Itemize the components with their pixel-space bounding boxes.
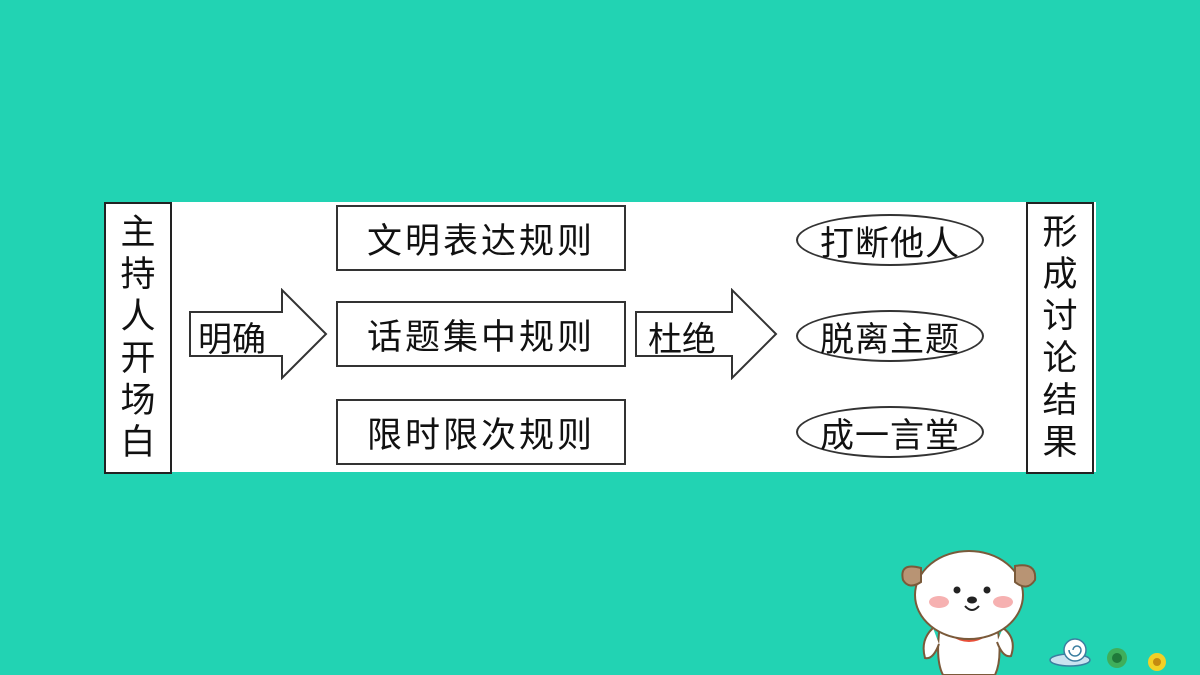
host-opening-char: 场	[120, 381, 156, 421]
clarify-arrow	[189, 288, 328, 380]
discussion-result-char: 结	[1042, 381, 1078, 421]
host-opening-char: 开	[120, 339, 156, 379]
avoid-item-interrupt: 打断他人	[796, 214, 984, 266]
discussion-result-char: 讨	[1042, 297, 1078, 337]
rule-box-civil-expression: 文明表达规则	[336, 205, 626, 271]
discussion-result-char: 形	[1042, 213, 1078, 253]
diagram-panel: 主 持 人 开 场 白 明确 文明表达规则 话题集中规则 限时限次规则 杜绝 打…	[104, 202, 1096, 474]
discussion-result-char: 果	[1042, 423, 1078, 463]
dog-mascot-icon	[901, 550, 1166, 675]
eliminate-label: 杜绝	[648, 320, 716, 360]
avoid-item-monologue: 成一言堂	[796, 406, 984, 458]
host-opening-char: 主	[120, 213, 156, 253]
rule-box-topic-focus: 话题集中规则	[336, 301, 626, 367]
eliminate-arrow	[635, 288, 778, 380]
discussion-result-char: 成	[1042, 255, 1078, 295]
clarify-label: 明确	[198, 320, 266, 360]
avoid-item-off-topic: 脱离主题	[796, 310, 984, 362]
discussion-result-box: 形 成 讨 论 结 果	[1026, 202, 1094, 474]
host-opening-char: 白	[120, 423, 156, 463]
host-opening-char: 人	[120, 297, 156, 337]
discussion-result-char: 论	[1042, 339, 1078, 379]
host-opening-box: 主 持 人 开 场 白	[104, 202, 172, 474]
rule-box-time-limit: 限时限次规则	[336, 399, 626, 465]
host-opening-char: 持	[120, 255, 156, 295]
